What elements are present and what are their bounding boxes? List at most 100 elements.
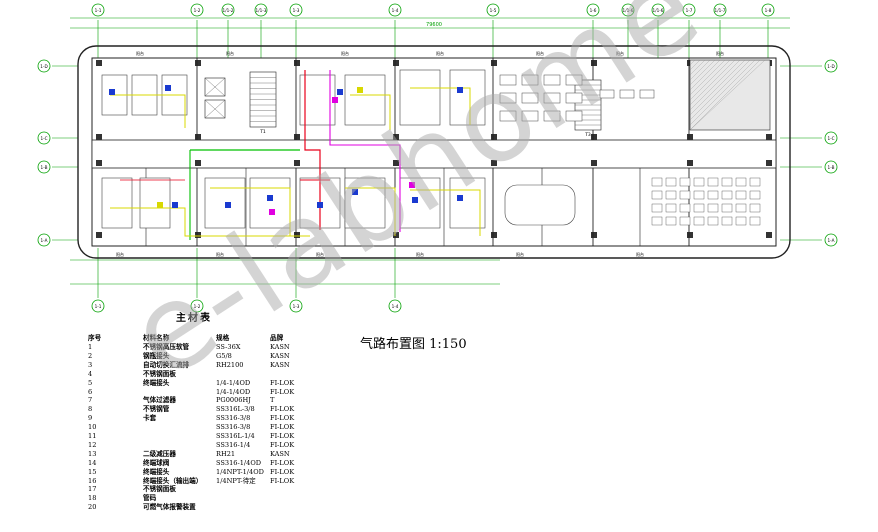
balcony-label: 阳台 [516,251,524,257]
row-no: 20 [88,503,97,512]
drawing-caption: 气路布置图 1:150 [360,337,467,352]
column [195,160,201,166]
row-name: 管码 [143,494,157,503]
header-brand: 品牌 [270,334,284,342]
grid-bubble-top [682,3,696,17]
gas-terminal [269,209,275,215]
seat [665,190,677,200]
grid-label-bottom: 1-2 [194,304,201,309]
hatch [689,59,716,86]
gas-pipe-yellow [350,94,391,130]
column [687,160,693,166]
grid-label-top: 1-1 [95,8,102,13]
column [591,134,597,140]
gas-terminal [337,89,343,95]
gas-pipe-yellow [210,187,291,236]
office-desk [521,74,539,86]
balcony-label: 阳台 [636,251,644,257]
row-no: 16 [88,476,97,485]
elevator-x [204,77,226,97]
seat [651,190,663,200]
row-spec: 1/4-1/4OD [216,387,251,396]
seat [721,203,733,213]
row-brand: FI-LOK [270,467,295,476]
office-desk [543,74,561,86]
row-name: 自动切换汇流排 [143,360,190,369]
balcony-label: 阳台 [116,251,124,257]
gas-terminal [352,189,358,195]
row-name: 不锈钢面板 [143,369,176,378]
seat [749,216,761,226]
grid-bubble-top [289,3,303,17]
instrument-bench [344,177,386,229]
corridor [91,139,777,169]
gas-terminal [157,202,163,208]
row-name: 可燃气体报警装置 [143,503,196,512]
gas-terminal [332,97,338,103]
column [96,160,102,166]
row-no: 8 [88,405,93,414]
elevator-x [204,99,226,119]
grid-bubble-top [713,3,727,17]
grid-label-bottom: 1-1 [95,304,102,309]
seat [665,203,677,213]
gas-pipe-yellow [410,189,481,236]
grid-label-top: 1/1-2 [223,8,234,13]
row-no: 4 [88,369,93,378]
grid-bubble-right [824,160,838,174]
grid-bubble-top [586,3,600,17]
seat [707,216,719,226]
grid-label-top: 1-8 [765,8,772,13]
gas-terminal [267,195,273,201]
column [687,134,693,140]
column [591,60,597,66]
hatch [689,59,706,76]
instrument-bench [101,177,133,229]
gas-terminal [457,195,463,201]
balcony-label: 阳台 [341,50,349,56]
grid-label-top: 1-6 [590,8,597,13]
grid-bubble-top [254,3,268,17]
grid-bubble-left [37,160,51,174]
row-brand: KASN [270,360,290,369]
column [491,232,497,238]
grid-bubble-left [37,131,51,145]
grid-bubble-bottom [289,299,303,313]
gas-terminal [172,202,178,208]
row-no: 3 [88,360,93,369]
stair-label: T1 [259,129,266,135]
seat [693,177,705,187]
grid-label-left: 1-A [41,238,48,243]
balcony-label: 阳台 [536,50,544,56]
gas-terminal [225,202,231,208]
office-desk [565,110,583,122]
seat [651,177,663,187]
hatch [689,59,761,131]
row-no: 7 [88,396,93,405]
seat [707,177,719,187]
instrument-bench [399,177,441,229]
balcony-label: 阳台 [716,50,724,56]
hatch [689,59,751,121]
header-name: 材料名称 [143,334,170,342]
grid-label-top: 1/1-7 [715,8,726,13]
seat [735,190,747,200]
seat [707,190,719,200]
column [393,60,399,66]
gas-pipe-yellow [110,207,310,237]
instrument-bench [449,69,486,126]
grid-bubble-top [621,3,635,17]
row-brand: FI-LOK [270,432,295,440]
column [195,134,201,140]
office-desk [499,74,517,86]
instrument-bench [249,177,291,229]
column [195,232,201,238]
table-row: 4 不锈钢面板 [88,370,318,379]
